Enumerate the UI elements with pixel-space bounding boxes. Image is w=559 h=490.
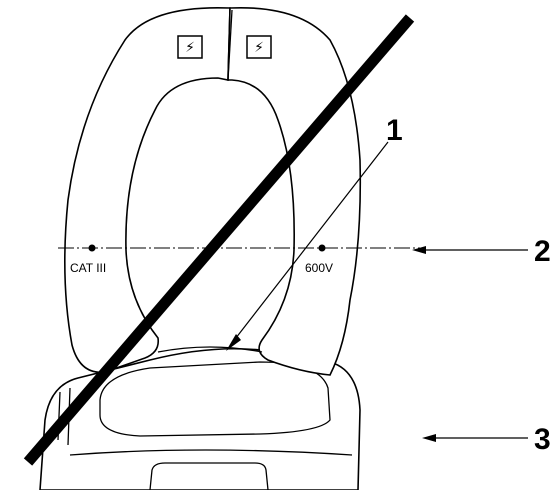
callout-3-label: 3 xyxy=(534,423,551,456)
callout-1-arrowhead xyxy=(226,334,241,351)
meter-display-window xyxy=(149,462,269,490)
jaw-opening xyxy=(157,346,263,353)
jaw-split-line xyxy=(227,9,233,81)
callout-2: 2 xyxy=(412,235,551,268)
callout-1: 1 xyxy=(226,114,403,351)
guard-mark-right xyxy=(318,244,326,252)
right-jaw xyxy=(227,6,362,376)
lightning-icon: ⚡ xyxy=(254,40,264,56)
meter-body xyxy=(39,347,361,490)
meter-top-panel xyxy=(99,361,331,437)
warning-symbol-right: ⚡ xyxy=(246,35,272,59)
warning-symbol-left: ⚡ xyxy=(177,35,203,59)
callout-3-arrowhead xyxy=(422,434,436,442)
voltage-rating-label: 600V xyxy=(305,261,333,275)
meter-lower-ridge xyxy=(69,449,353,456)
lightning-icon: ⚡ xyxy=(185,40,195,56)
cat-rating-label: CAT III xyxy=(70,261,106,275)
meter-body-outline xyxy=(39,347,361,490)
callout-2-label: 2 xyxy=(534,235,551,268)
callout-1-label: 1 xyxy=(386,114,403,147)
callout-2-arrowhead xyxy=(412,246,426,254)
callout-1-leader xyxy=(231,141,389,344)
guard-mark-left xyxy=(88,244,96,252)
conductor-cable xyxy=(23,14,415,466)
clamp-jaws xyxy=(64,6,362,376)
callout-3: 3 xyxy=(422,423,551,456)
